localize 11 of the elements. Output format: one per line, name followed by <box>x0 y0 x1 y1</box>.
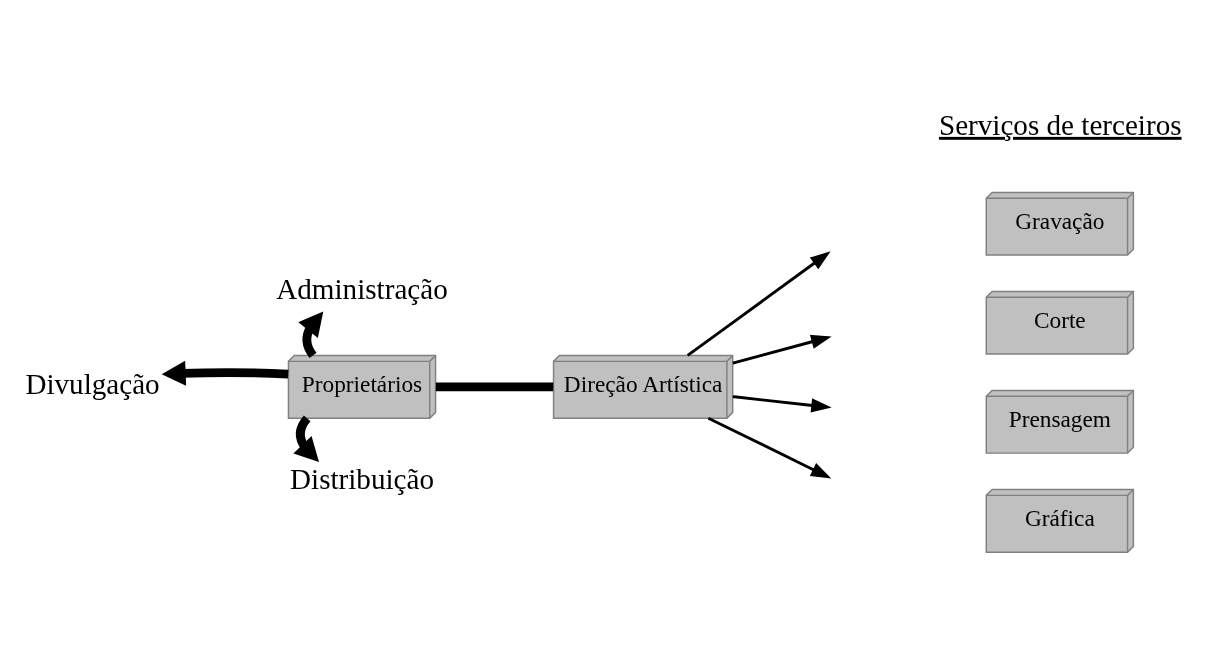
node-text: Distribuição <box>290 462 434 495</box>
arrow <box>161 360 289 386</box>
label: Serviços de terceiros <box>938 108 1182 141</box>
node-text: Administração <box>276 272 448 305</box>
node-text: Divulgação <box>25 367 160 400</box>
connector <box>435 382 554 391</box>
arrow <box>707 416 832 479</box>
arrow <box>732 394 832 412</box>
arrow <box>686 250 831 357</box>
arrow <box>732 334 832 364</box>
arrow <box>298 311 324 358</box>
